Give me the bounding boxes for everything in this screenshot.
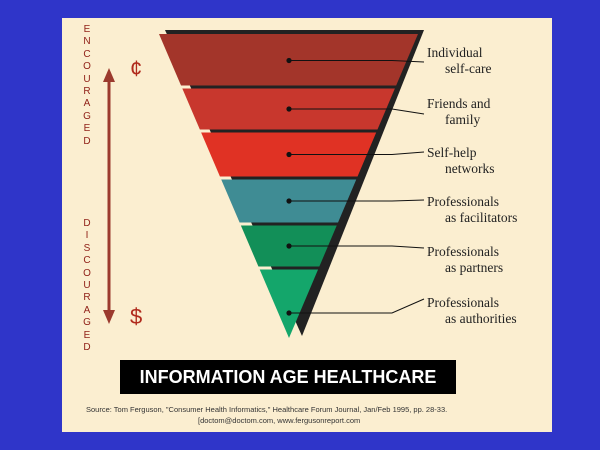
leader-dot-1 (286, 57, 292, 64)
leader-line-1 (289, 60, 425, 63)
leader-line-5 (289, 245, 425, 249)
leader-line-2 (289, 108, 425, 115)
leader-dot-2 (286, 106, 292, 112)
encourage-discourage-arrow (103, 68, 115, 324)
dollar-symbol: $ (130, 304, 143, 329)
pyramid-diagram (103, 30, 425, 338)
source-citation: Source: Tom Ferguson, "Consumer Health I… (86, 404, 546, 426)
leader-line-6 (289, 298, 425, 314)
cent-symbol: ¢ (130, 56, 143, 81)
leader-dot-4 (286, 198, 292, 204)
source-line-1: Source: Tom Ferguson, "Consumer Health I… (86, 405, 448, 414)
leader-line-3 (289, 151, 425, 155)
leader-dot-3 (286, 151, 292, 158)
title-banner: INFORMATION AGE HEALTHCARE (120, 360, 456, 394)
pyramid-tier-6 (259, 269, 319, 338)
leader-dot-6 (286, 310, 292, 316)
leader-line-4 (289, 199, 425, 202)
source-line-2: [doctom@doctom.com, www.fergusonreport.c… (198, 416, 361, 425)
leader-dot-5 (286, 243, 292, 249)
